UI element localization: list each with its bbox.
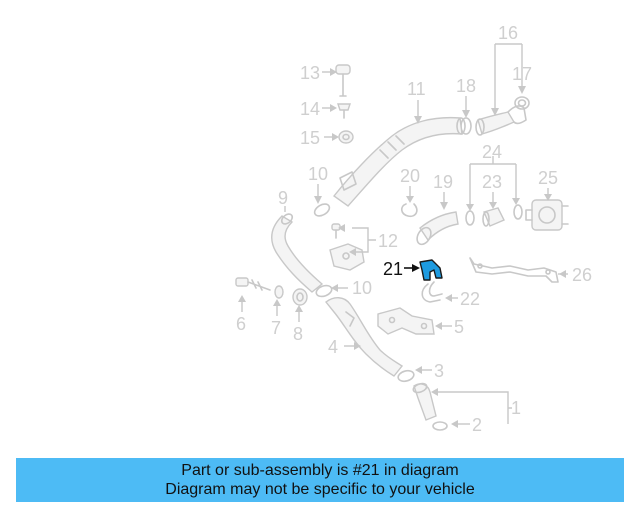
part-17-clamp <box>514 96 530 110</box>
callout-10-lower: 10 <box>352 278 372 298</box>
callout-15: 15 <box>300 128 320 148</box>
part-24-clamp-left <box>465 210 475 226</box>
part-18-clamp <box>460 117 472 135</box>
part-22-pipe <box>421 281 443 303</box>
parts-diagram: 16 17 18 13 14 15 11 10 9 <box>235 23 592 435</box>
callout-20: 20 <box>400 166 420 186</box>
part-25-valve <box>525 199 569 231</box>
banner-line-2: Diagram may not be specific to your vehi… <box>165 481 475 498</box>
part-7-washer <box>274 285 284 299</box>
callout-16: 16 <box>498 23 518 43</box>
info-banner: Part or sub-assembly is #21 in diagram D… <box>16 458 624 502</box>
part-20-clip <box>400 203 418 218</box>
part-1-hose <box>412 382 437 421</box>
callout-11: 11 <box>407 79 426 99</box>
part-9-hose <box>271 213 324 293</box>
callout-23: 23 <box>482 172 502 192</box>
part-23-hose <box>482 207 505 227</box>
part-3-clamp <box>397 369 415 383</box>
part-6-bolt <box>235 277 271 291</box>
part-2-clamp <box>432 421 448 431</box>
part-21-shape <box>419 259 443 281</box>
callout-13: 13 <box>300 63 320 83</box>
callout-10-upper: 10 <box>308 164 328 184</box>
callout-24: 24 <box>482 142 502 162</box>
part-16-hose <box>475 105 527 136</box>
callout-7: 7 <box>271 318 281 338</box>
callout-21: 21 <box>383 259 403 279</box>
callout-12: 12 <box>378 231 398 251</box>
callout-8: 8 <box>293 324 303 344</box>
callout-26: 26 <box>572 265 592 285</box>
callout-19: 19 <box>433 172 453 192</box>
callout-2: 2 <box>472 415 482 435</box>
part-14-screw <box>337 103 351 119</box>
callout-18: 18 <box>456 76 476 96</box>
part-10-clamp-upper <box>313 203 331 217</box>
callout-25: 25 <box>538 168 558 188</box>
part-15-grommet <box>338 130 354 144</box>
part-19-hose <box>416 211 459 246</box>
part-11-intake-duct <box>332 116 466 207</box>
part-4-duct <box>325 297 404 377</box>
callout-5: 5 <box>454 317 464 337</box>
callout-1: 1 <box>511 398 521 418</box>
part-8-grommet <box>292 288 308 306</box>
callout-4: 4 <box>328 337 338 357</box>
callout-22: 22 <box>460 289 480 309</box>
callout-14: 14 <box>300 99 320 119</box>
callout-3: 3 <box>434 361 444 381</box>
callout-9: 9 <box>278 188 288 208</box>
part-26-bracket-strip <box>469 257 559 283</box>
part-5-bracket <box>377 307 435 335</box>
callout-17: 17 <box>512 64 532 84</box>
part-13-bolt <box>335 64 351 97</box>
part-24-clamp-right <box>513 204 523 220</box>
banner-line-1: Part or sub-assembly is #21 in diagram <box>181 462 459 479</box>
part-21-bracket-highlighted <box>419 259 443 281</box>
part-12-bracket <box>329 223 365 271</box>
callout-6: 6 <box>236 314 246 334</box>
